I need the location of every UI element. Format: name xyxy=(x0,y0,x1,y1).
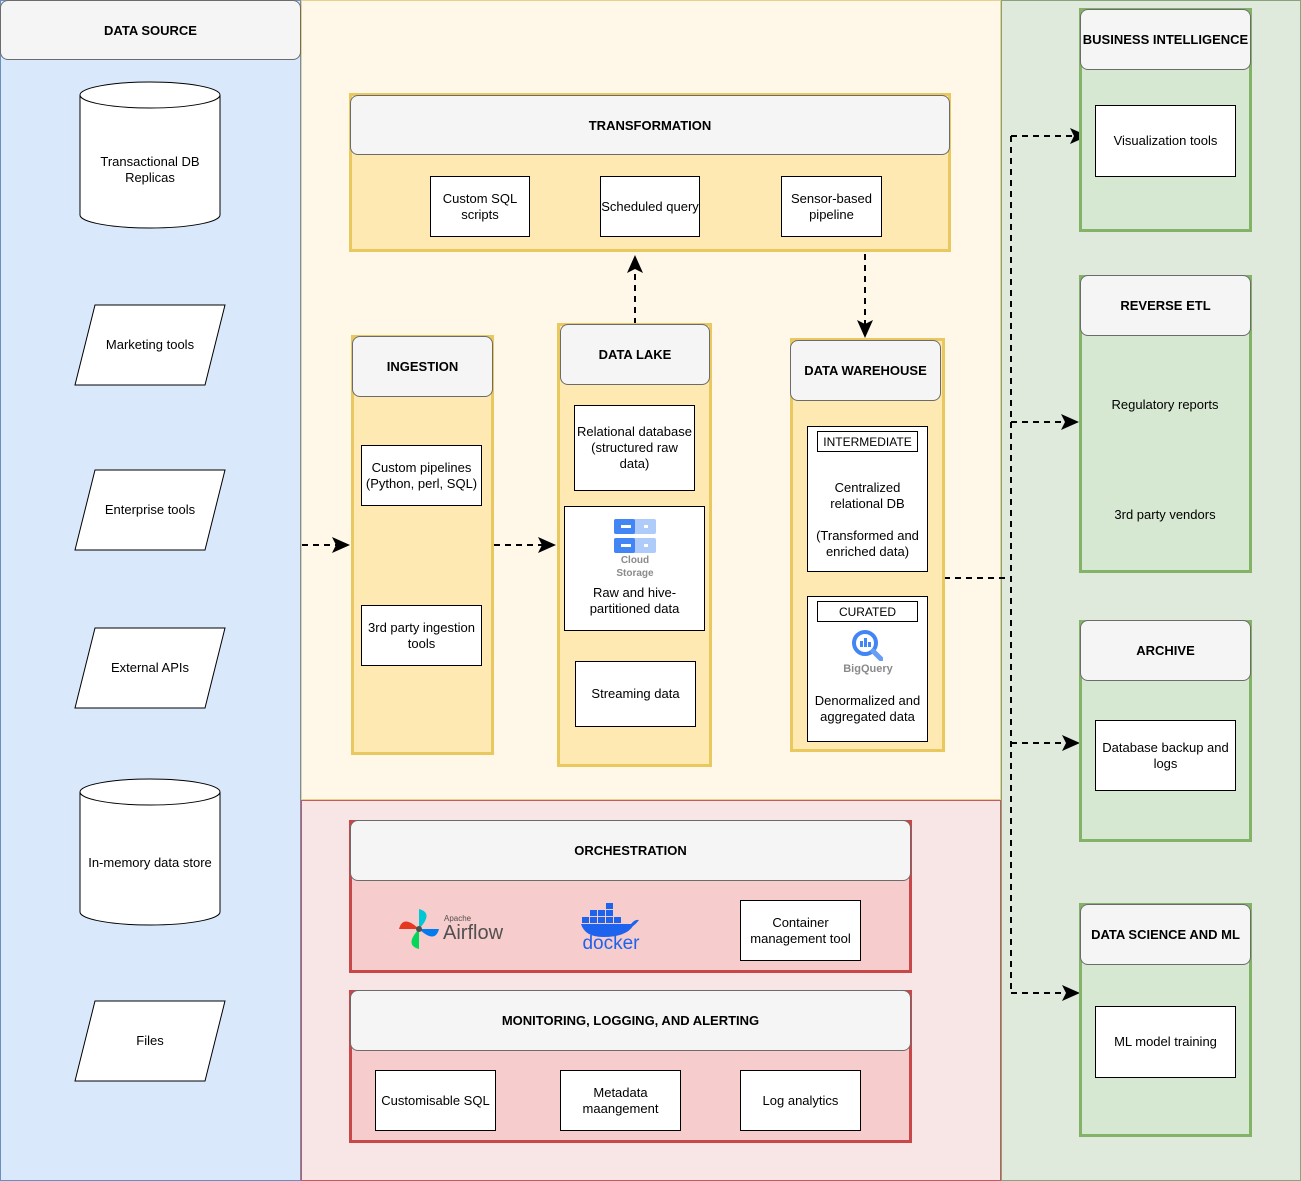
archive-title: ARCHIVE xyxy=(1080,620,1251,681)
custom-pipelines-box: Custom pipelines (Python, perl, SQL) xyxy=(361,445,482,506)
ml-model-training-box: ML model training xyxy=(1095,1006,1236,1078)
visualization-tools-box: Visualization tools xyxy=(1095,105,1236,177)
data-lake-title: DATA LAKE xyxy=(560,324,710,385)
curated-box: CURATED BigQuery Denormalized and aggreg… xyxy=(807,596,928,742)
relational-database-box: Relational database (structured raw data… xyxy=(574,405,695,491)
bigquery-icon xyxy=(851,629,884,662)
database-backup-box: Database backup and logs xyxy=(1095,720,1236,791)
raw-data-label: Raw and hive-partitioned data xyxy=(589,585,680,616)
source-external-apis: External APIs xyxy=(110,660,190,675)
curated-text: Denormalized and aggregated data xyxy=(814,693,921,724)
reverse-etl-title: REVERSE ETL xyxy=(1080,275,1251,336)
scheduled-query-box: Scheduled query xyxy=(600,176,700,237)
cylinder-shape-transactional-db xyxy=(79,81,221,229)
airflow-logo: Apache Airflow xyxy=(398,908,508,952)
source-enterprise-tools: Enterprise tools xyxy=(104,502,196,517)
log-analytics-box: Log analytics xyxy=(740,1070,861,1131)
container-management-box: Container management tool xyxy=(740,900,861,961)
custom-sql-scripts-box: Custom SQL scripts xyxy=(430,176,530,237)
airflow-pinwheel-icon xyxy=(399,909,439,949)
parallelogram-marketing-tools xyxy=(74,304,226,386)
data-source-title: DATA SOURCE xyxy=(0,0,301,60)
source-marketing-tools: Marketing tools xyxy=(105,337,195,352)
cylinder-shape-in-memory xyxy=(79,778,221,926)
source-files: Files xyxy=(136,1033,164,1048)
third-party-vendors-label: 3rd party vendors xyxy=(1114,507,1216,522)
docker-whale-icon xyxy=(581,903,639,937)
customisable-sql-box: Customisable SQL xyxy=(375,1070,496,1131)
intermediate-text: Centralized relational DB (Transformed a… xyxy=(816,480,919,559)
intermediate-box: INTERMEDIATE Centralized relational DB (… xyxy=(807,426,928,572)
docker-logo: docker xyxy=(578,903,644,955)
source-transactional-db: Transactional DB Replicas xyxy=(100,154,200,185)
transformation-title: TRANSFORMATION xyxy=(350,95,950,155)
source-in-memory-store: In-memory data store xyxy=(88,855,212,870)
airflow-small-label: Apache xyxy=(444,914,472,923)
docker-label: docker xyxy=(582,933,640,954)
parallelogram-enterprise-tools xyxy=(74,469,226,551)
ingestion-title: INGESTION xyxy=(352,336,493,397)
curated-tag: CURATED xyxy=(817,601,918,622)
airflow-label: Airflow xyxy=(443,922,504,944)
cloud-storage-icon xyxy=(614,518,656,554)
regulatory-reports-label: Regulatory reports xyxy=(1111,397,1219,412)
monitoring-title: MONITORING, LOGGING, AND ALERTING xyxy=(350,990,911,1051)
bigquery-logo-text: BigQuery xyxy=(843,663,893,675)
ds-ml-title: DATA SCIENCE AND ML xyxy=(1080,904,1251,965)
ingestion-group xyxy=(351,335,494,755)
parallelogram-files xyxy=(74,1000,226,1082)
bi-title: BUSINESS INTELLIGENCE xyxy=(1080,9,1251,70)
data-warehouse-title: DATA WAREHOUSE xyxy=(790,340,941,401)
cloud-storage-logo-text: Cloud Storage xyxy=(616,555,654,579)
sensor-pipeline-box: Sensor-based pipeline xyxy=(781,176,882,237)
metadata-management-box: Metadata maangement xyxy=(560,1070,681,1131)
streaming-data-box: Streaming data xyxy=(575,661,696,727)
intermediate-tag: INTERMEDIATE xyxy=(817,431,918,452)
cloud-storage-box: Cloud Storage Raw and hive-partitioned d… xyxy=(564,506,705,631)
parallelogram-external-apis xyxy=(74,627,226,709)
ingestion-tools-box: 3rd party ingestion tools xyxy=(361,605,482,666)
orchestration-title: ORCHESTRATION xyxy=(350,820,911,881)
